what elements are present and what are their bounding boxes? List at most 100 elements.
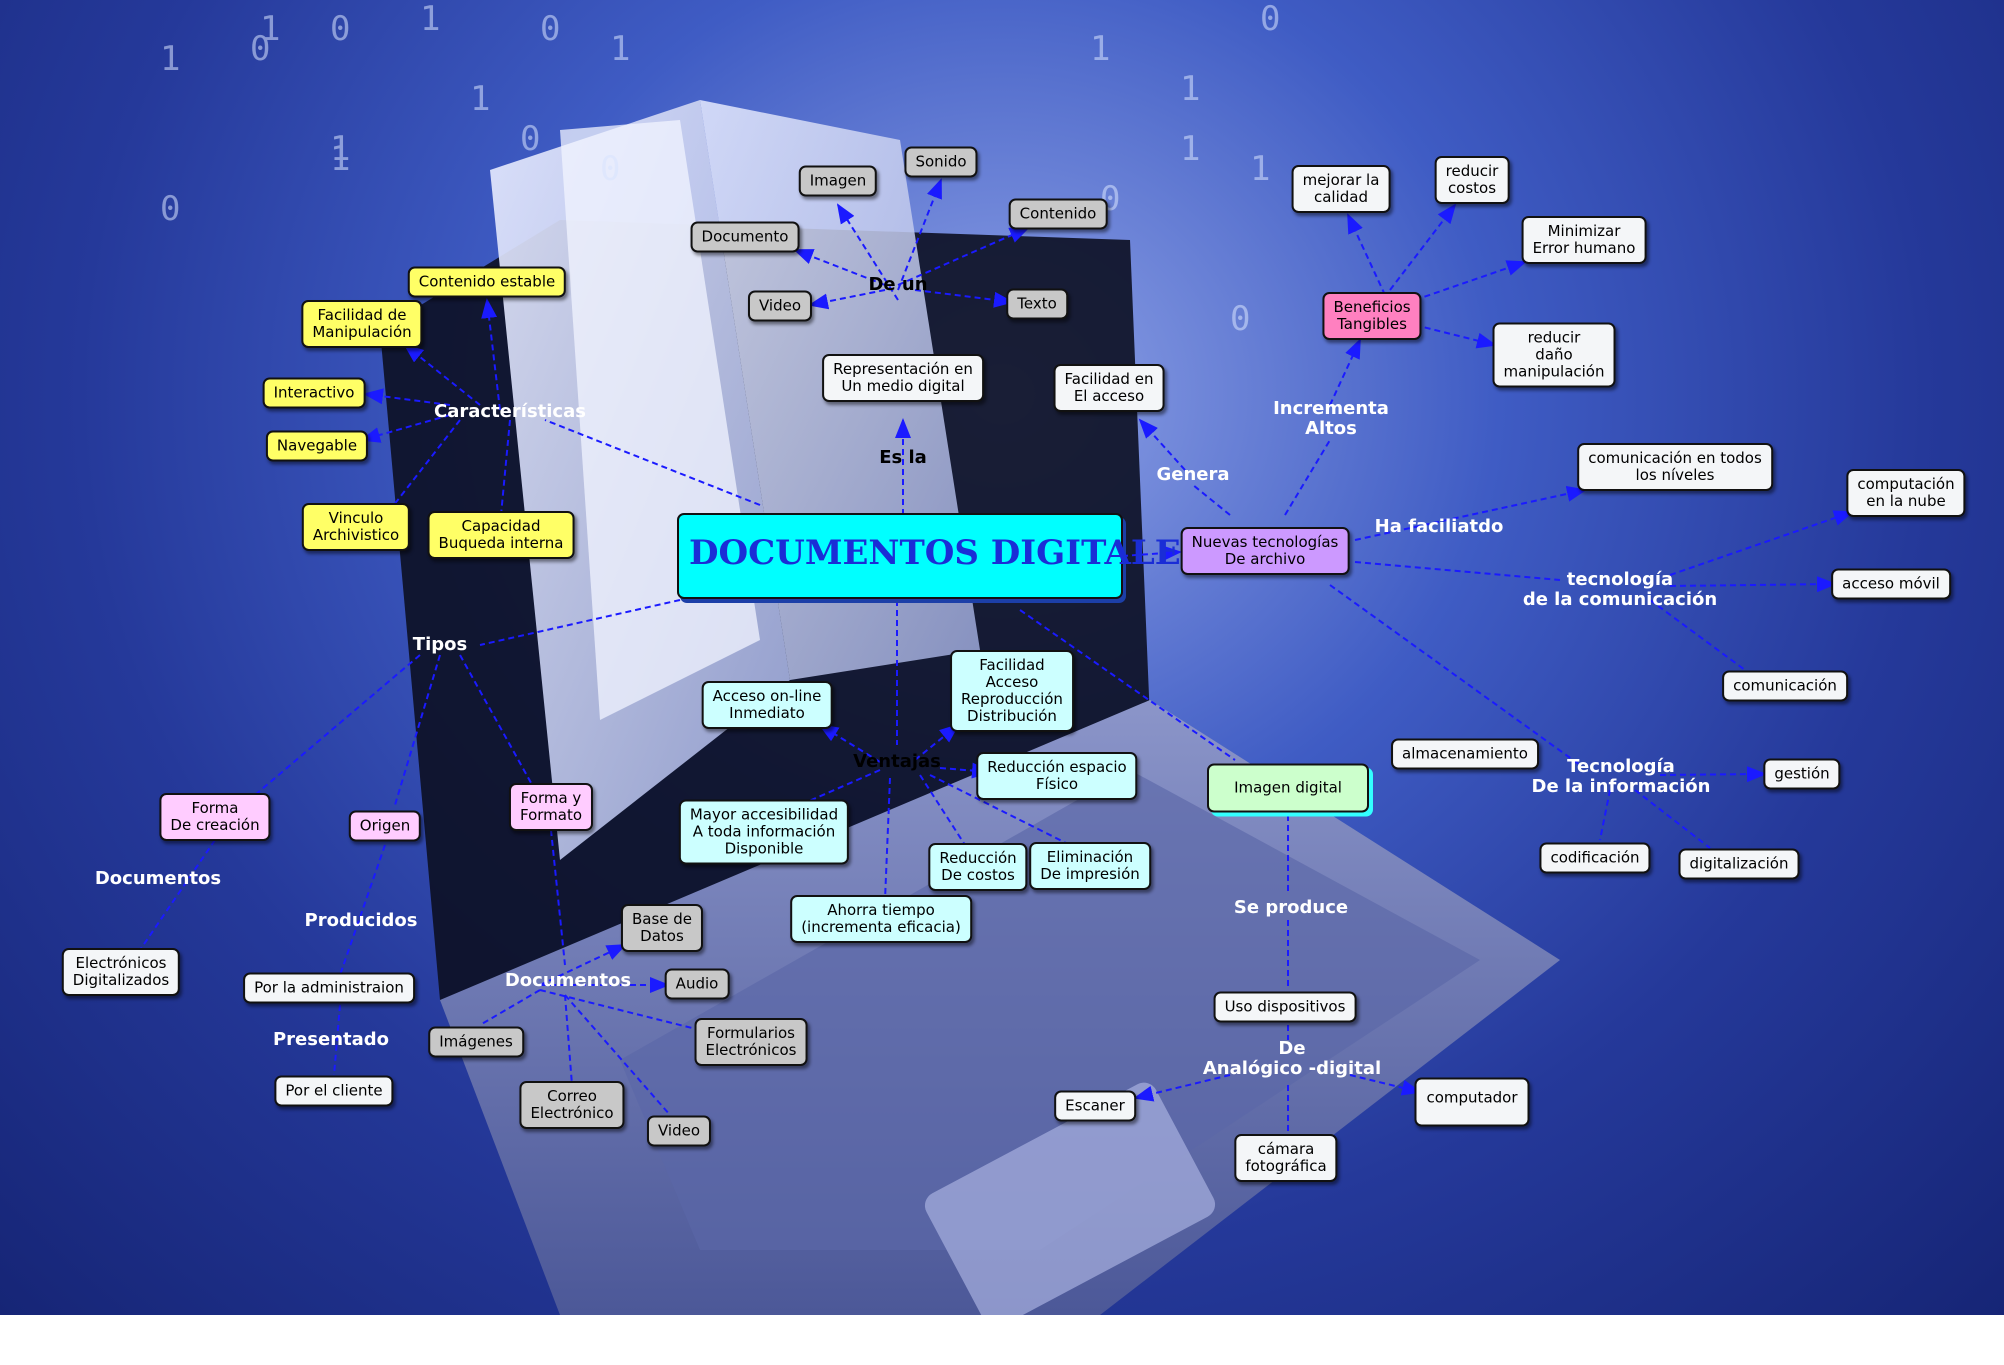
label-tipos: Tipos [412, 634, 468, 655]
node-forma-creacion[interactable]: Forma De creación [159, 793, 271, 841]
connector-line [481, 298, 501, 411]
label-ventajas: Ventajas [853, 751, 941, 772]
svg-text:0: 0 [250, 29, 270, 69]
connector-line [1389, 203, 1457, 291]
connector-line [1347, 213, 1386, 296]
label-se-produce: Se produce [1233, 897, 1349, 918]
node-mejorar-calidad[interactable]: mejorar la calidad [1291, 165, 1391, 213]
connector-line [919, 774, 966, 846]
svg-text:1: 1 [330, 129, 350, 169]
node-camara[interactable]: cámara fotográfica [1234, 1134, 1338, 1182]
svg-text:0: 0 [520, 119, 540, 159]
node-origen[interactable]: Origen [348, 810, 422, 842]
node-electronicos-digitalizados[interactable]: Electrónicos Digitalizados [61, 948, 181, 996]
node-digitalizacion[interactable]: digitalización [1678, 848, 1800, 880]
connector-line [254, 654, 421, 796]
node-base-datos[interactable]: Base de Datos [620, 904, 704, 952]
node-imagenes[interactable]: Imágenes [428, 1026, 524, 1058]
connector-line [1669, 510, 1854, 576]
node-contenido[interactable]: Contenido [1008, 198, 1108, 230]
node-beneficios-tangibles[interactable]: Beneficios Tangibles [1322, 292, 1422, 340]
connector-line [139, 839, 216, 951]
node-almacenamiento[interactable]: almacenamiento [1391, 738, 1539, 770]
node-navegable[interactable]: Navegable [265, 430, 369, 462]
node-imagen[interactable]: Imagen [798, 165, 878, 197]
node-nuevas-tecnologias[interactable]: Nuevas tecnologías De archivo [1180, 527, 1350, 575]
node-reduccion-espacio[interactable]: Reducción espacio Físico [976, 752, 1138, 800]
node-eliminacion-impresion[interactable]: Eliminación De impresión [1029, 842, 1151, 890]
node-facilidad-acceso[interactable]: Facilidad en El acceso [1053, 364, 1165, 412]
node-correo[interactable]: Correo Electrónico [519, 1081, 625, 1129]
node-documento[interactable]: Documento [690, 221, 800, 253]
node-forma-formato[interactable]: Forma y Formato [508, 783, 594, 831]
label-incrementa-altos: Incrementa Altos [1273, 398, 1389, 439]
svg-text:0: 0 [1230, 299, 1250, 339]
node-sonido[interactable]: Sonido [904, 146, 978, 178]
node-ahorra-tiempo[interactable]: Ahorra tiempo (incrementa eficacia) [790, 895, 972, 943]
node-formularios[interactable]: Formularios Electrónicos [694, 1018, 808, 1066]
connector-line [1019, 609, 1236, 761]
connector-line [394, 654, 441, 806]
node-computacion-nube[interactable]: computación en la nube [1846, 469, 1966, 517]
node-facilidad-acceso-reproduccion[interactable]: Facilidad Acceso Reproducción Distribuci… [950, 650, 1074, 732]
connector-line [1669, 576, 1837, 593]
connector-line [363, 388, 451, 406]
node-video-top[interactable]: Video [747, 290, 813, 322]
node-facilidad-manipulacion[interactable]: Facilidad de Manipulación [301, 300, 423, 348]
connector-line [1414, 324, 1497, 349]
connector-line [360, 414, 451, 443]
node-reduccion-costos[interactable]: Reducción De costos [928, 843, 1028, 891]
node-reducir-costos[interactable]: reducir costos [1434, 156, 1510, 204]
node-representacion[interactable]: Representación en Un medio digital [822, 354, 984, 402]
connector-line [1329, 338, 1361, 406]
node-comunicacion[interactable]: comunicación [1722, 670, 1848, 702]
node-video-bottom[interactable]: Video [646, 1115, 712, 1147]
svg-text:1: 1 [260, 9, 280, 49]
label-documentos-mid: Documentos [504, 970, 632, 991]
node-computador[interactable]: computador [1414, 1077, 1530, 1127]
node-vinculo[interactable]: Vinculo Archivistico [301, 503, 411, 551]
node-gestion[interactable]: gestión [1763, 758, 1841, 790]
svg-text:1: 1 [1180, 69, 1200, 109]
node-capacidad[interactable]: Capacidad Buqueda interna [427, 511, 575, 559]
node-audio[interactable]: Audio [664, 968, 730, 1000]
node-comunicacion-todos[interactable]: comunicación en todos los níveles [1577, 443, 1773, 491]
connector-line [929, 774, 1071, 846]
label-caracteristicas: Características [434, 401, 586, 422]
node-interactivo[interactable]: Interactivo [262, 377, 366, 409]
connector-line [389, 419, 461, 511]
node-por-administracion[interactable]: Por la administraion [243, 972, 415, 1004]
node-escaner[interactable]: Escaner [1054, 1090, 1136, 1122]
connector-line [1349, 1074, 1422, 1096]
connector-line [836, 203, 899, 301]
node-por-cliente[interactable]: Por el cliente [274, 1075, 394, 1107]
connector-line [1192, 484, 1231, 516]
label-presentado: Presentado [272, 1029, 390, 1050]
node-codificacion[interactable]: codificación [1539, 842, 1651, 874]
label-es-la: Es la [879, 447, 927, 468]
label-documentos-left: Documentos [94, 868, 222, 889]
svg-text:0: 0 [600, 149, 620, 189]
connector-line [1284, 439, 1331, 516]
connector-line [539, 989, 701, 1031]
connector-line [1133, 1074, 1231, 1102]
node-acceso-movil[interactable]: acceso móvil [1831, 568, 1951, 600]
node-minimizar-error[interactable]: Minimizar Error humano [1521, 216, 1647, 264]
node-uso-dispositivos[interactable]: Uso dispositivos [1213, 991, 1357, 1023]
label-tecnologia-informacion: Tecnología De la información [1531, 756, 1711, 797]
node-imagen-digital[interactable]: Imagen digital [1207, 763, 1369, 813]
svg-text:0: 0 [540, 9, 560, 49]
node-acceso-online[interactable]: Acceso on-line Inmediato [701, 681, 833, 729]
svg-text:0: 0 [160, 189, 180, 229]
connector-line [1354, 561, 1561, 581]
node-contenido-estable[interactable]: Contenido estable [407, 266, 567, 298]
connector-line [1659, 766, 1767, 783]
main-topic-node[interactable]: DOCUMENTOS DIGITALES [677, 513, 1205, 599]
node-texto[interactable]: Texto [1006, 288, 1068, 320]
svg-text:1: 1 [1250, 149, 1270, 189]
node-mayor-accesibilidad[interactable]: Mayor accesibilidad A toda información D… [678, 799, 850, 865]
connector-line [333, 1004, 341, 1076]
label-tecnologia-comunicacion: tecnología de la comunicación [1522, 569, 1718, 610]
node-reducir-dano[interactable]: reducir daño manipulación [1492, 322, 1616, 388]
